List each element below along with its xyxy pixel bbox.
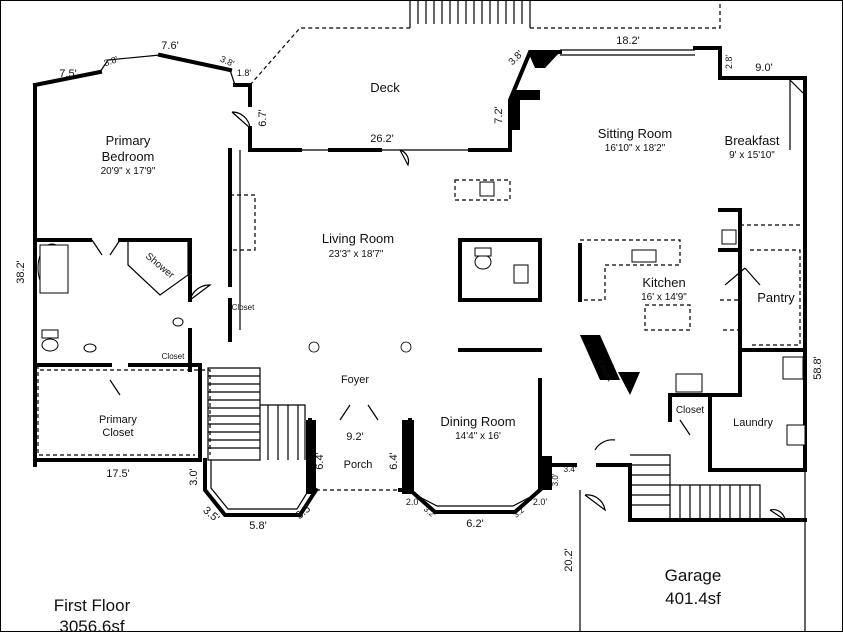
sink-icon xyxy=(83,343,97,353)
dim-3-8a: 3.8' xyxy=(103,54,120,68)
dim-17-5: 17.5' xyxy=(106,468,130,480)
dim-3-2b: 3.2' xyxy=(512,504,528,519)
washer-icon xyxy=(782,356,804,380)
door-icon-3 xyxy=(189,284,212,301)
size-primary-bedroom: 20'9" x 17'9" xyxy=(101,166,156,177)
double-door-icon xyxy=(91,239,121,256)
door-icon-6 xyxy=(769,509,786,522)
foyer-stairs xyxy=(207,367,306,461)
toilet-icon xyxy=(41,338,59,352)
dim-6-7: 6.7' xyxy=(257,109,269,126)
label-primary-bedroom-1: Primary xyxy=(106,133,151,148)
size-living-room: 23'3" x 18'7" xyxy=(329,249,384,260)
dim-3-4: 3.4' xyxy=(564,465,577,474)
dim-7-5: 7.5' xyxy=(59,68,76,80)
light-icon xyxy=(308,341,320,353)
dim-6-4a: 6.4' xyxy=(314,452,326,469)
size-dining-room: 14'4" x 16' xyxy=(455,431,501,442)
light-icon-2 xyxy=(400,341,412,353)
door-icon-7 xyxy=(109,379,121,396)
door-icon-8 xyxy=(679,419,691,436)
dim-3-0a: 3.0' xyxy=(188,468,200,485)
sink-icon-3 xyxy=(513,264,529,284)
bar-sink-icon-2 xyxy=(721,229,737,245)
label-laundry: Laundry xyxy=(733,417,773,429)
garage-stairs xyxy=(630,454,761,520)
dim-3-5b: 3.5' xyxy=(294,502,315,522)
label-primary-bedroom-2: Bedroom xyxy=(102,149,155,164)
dim-5-8: 5.8' xyxy=(249,520,266,532)
label-primary-closet-1: Primary xyxy=(99,414,137,426)
shower-outline xyxy=(127,239,189,296)
dim-58-8: 58.8' xyxy=(812,356,824,380)
dim-3-2a: 3.2' xyxy=(422,505,438,520)
door-icon-5 xyxy=(584,494,606,512)
dim-2-0b: 2.0' xyxy=(533,497,548,507)
dim-2-8: 2.8' xyxy=(724,55,734,70)
dim-7-2: 7.2' xyxy=(493,106,505,123)
dimension-labels: 7.5' 3.8' 7.6' 3.8' 1.8' 6.7' 26.2' 3.8'… xyxy=(15,35,824,572)
dim-26-2: 26.2' xyxy=(370,133,394,145)
dim-7-6: 7.6' xyxy=(161,40,178,52)
dim-2-0a: 2.0' xyxy=(406,497,421,507)
door-icon-2 xyxy=(399,149,410,167)
size-kitchen: 16' x 14'9" xyxy=(641,292,687,303)
label-sitting-room: Sitting Room xyxy=(598,126,672,141)
door-icon-4 xyxy=(594,439,616,451)
double-door-icon-3 xyxy=(724,267,761,286)
dim-20-2: 20.2' xyxy=(563,548,575,572)
dim-3-0b: 3.0' xyxy=(551,473,560,486)
label-pantry: Pantry xyxy=(757,290,795,305)
sink-icon-2 xyxy=(172,317,184,327)
double-door-icon-2 xyxy=(339,404,379,421)
exterior-walls xyxy=(32,46,807,632)
label-kitchen: Kitchen xyxy=(642,275,685,290)
label-closet-bath: Closet xyxy=(162,352,185,361)
laundry-sink-icon xyxy=(786,424,806,446)
bath-fixtures xyxy=(37,181,806,446)
area-garage: 401.4sf xyxy=(665,589,721,608)
dim-18-2: 18.2' xyxy=(616,35,640,47)
dim-6-4b: 6.4' xyxy=(388,452,400,469)
door-icon xyxy=(231,111,251,129)
size-breakfast: 9' x 15'10" xyxy=(729,150,775,161)
room-labels: Primary Bedroom 20'9" x 17'9" Deck Sitti… xyxy=(54,80,796,632)
dim-9-0: 9.0' xyxy=(755,62,772,74)
label-floor-name: First Floor xyxy=(54,596,131,615)
bay-windows xyxy=(203,79,806,517)
range-icon xyxy=(675,373,703,393)
deck-stairs xyxy=(409,0,531,28)
dim-1-8: 1.8' xyxy=(237,68,252,78)
label-breakfast: Breakfast xyxy=(725,133,780,148)
kitchen-sink-icon xyxy=(631,249,657,263)
label-living-room: Living Room xyxy=(322,231,394,246)
size-sitting-room: 16'10" x 18'2" xyxy=(605,143,666,154)
label-floor-area: 3056.6sf xyxy=(59,617,124,632)
label-shower: Shower xyxy=(143,251,177,282)
label-porch: Porch xyxy=(344,459,373,471)
doors xyxy=(91,111,786,522)
label-primary-closet-2: Closet xyxy=(102,427,133,439)
label-deck: Deck xyxy=(370,80,400,95)
label-closet-living: Closet xyxy=(232,303,255,312)
label-dining-room: Dining Room xyxy=(440,414,515,429)
dashed-outlines xyxy=(37,0,805,491)
dim-9-2: 9.2' xyxy=(346,431,363,443)
bar-sink-icon xyxy=(479,181,495,197)
interior-walls xyxy=(33,148,807,494)
label-garage: Garage xyxy=(665,566,722,585)
label-closet-laundry: Closet xyxy=(676,405,705,416)
dim-38-2: 38.2' xyxy=(15,260,27,284)
toilet-icon-2 xyxy=(474,254,492,270)
label-foyer: Foyer xyxy=(341,374,369,386)
dim-6-2: 6.2' xyxy=(466,518,483,530)
